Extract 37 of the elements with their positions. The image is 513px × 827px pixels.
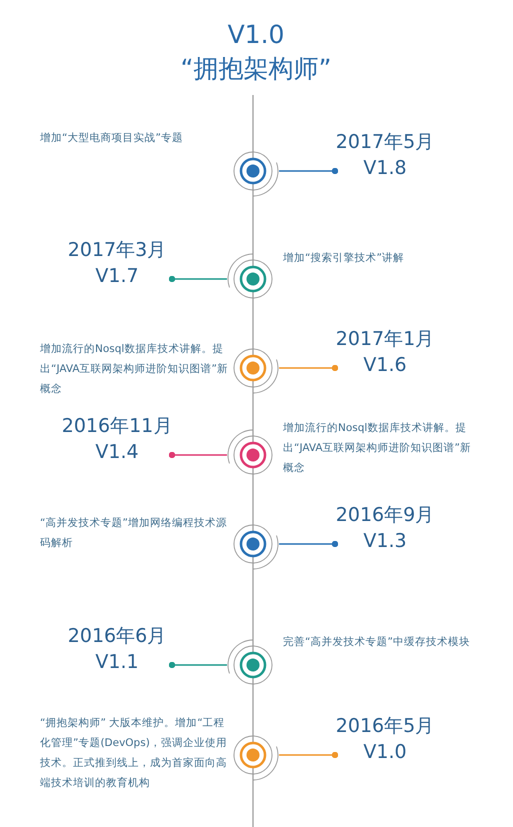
timeline-line xyxy=(252,95,254,145)
connector-line xyxy=(168,452,227,458)
version-text: V1.0 xyxy=(363,740,407,765)
version-text: V1.6 xyxy=(363,353,407,378)
date-text: 2016年6月 xyxy=(68,624,166,649)
connector-line xyxy=(168,662,227,668)
connector-line xyxy=(279,540,338,548)
date-text: 2016年9月 xyxy=(336,503,434,528)
date-text: 2017年3月 xyxy=(68,238,166,263)
description-text: “拥抱架构师” 大版本维护。增加“工程化管理”专题(DevOps)，强调企业使用技术。正式推到线上，成为首家面向高端技术培训的教育机构 xyxy=(40,716,228,791)
connector-line xyxy=(279,752,338,758)
description-text: “高并发技术专题”增加网络编程技术源码解析 xyxy=(40,516,228,551)
timeline-line xyxy=(252,481,254,518)
version-text: V1.3 xyxy=(363,529,407,554)
timeline-line xyxy=(252,570,254,639)
description-text: 完善“高并发技术专题”中缓存技术模块 xyxy=(283,635,471,650)
date-text: 2017年5月 xyxy=(336,130,434,155)
description-text: 增加流行的Nosql数据库技术讲解。提出“JAVA互联网架构师进阶知识图谱”新概念 xyxy=(40,342,229,397)
timeline-line xyxy=(252,197,254,253)
connector-line xyxy=(279,364,338,372)
timeline-line xyxy=(252,691,254,729)
version-text: V1.4 xyxy=(95,440,139,465)
description-text: 增加“搜索引擎技术”讲解 xyxy=(283,251,405,266)
version-text: V1.1 xyxy=(95,650,139,675)
timeline-line xyxy=(252,305,254,342)
version-text: V1.7 xyxy=(95,264,139,289)
title: V1.0 “拥抱架构师” xyxy=(180,19,332,85)
date-text: 2016年5月 xyxy=(336,714,434,739)
version-text: V1.8 xyxy=(363,156,407,181)
description-text: 增加流行的Nosql数据库技术讲解。提出“JAVA互联网架构师进阶知识图谱”新概念 xyxy=(283,421,472,476)
connector-line xyxy=(168,276,227,282)
connector-line xyxy=(279,168,338,174)
description-text: 增加“大型电商项目实战”专题 xyxy=(40,131,184,146)
date-text: 2017年1月 xyxy=(336,327,434,352)
timeline-line xyxy=(252,781,254,827)
timeline-line xyxy=(252,394,254,429)
date-text: 2016年11月 xyxy=(62,414,172,439)
